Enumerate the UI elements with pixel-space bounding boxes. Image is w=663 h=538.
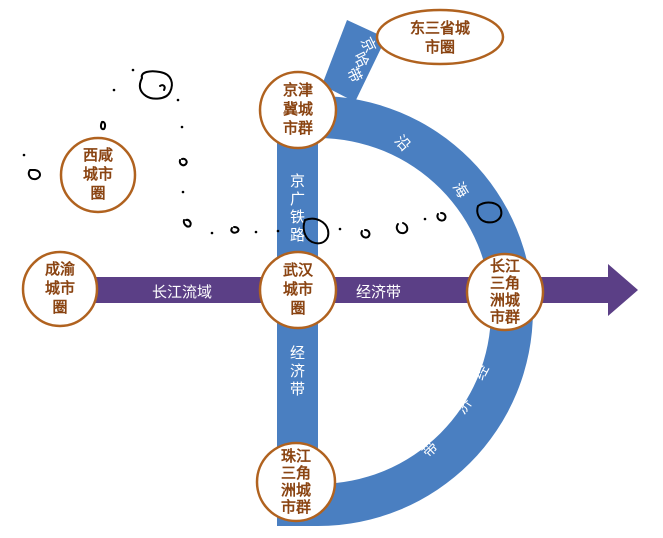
city-label-line: 城市 xyxy=(45,279,75,297)
city-dongsansheng: 东三省城 市圈 xyxy=(375,8,505,66)
city-label-line: 洲城 xyxy=(490,291,520,309)
changjiang-label-right: 经济带 xyxy=(356,283,401,301)
city-label-line: 武汉 xyxy=(283,261,314,279)
jingha-label-char: 哈 xyxy=(350,49,373,70)
city-chengyu: 成渝 城市 圈 xyxy=(21,250,99,328)
city-label-line: 京津 xyxy=(283,81,313,99)
jingguang-econ-char: 经 xyxy=(290,344,305,362)
city-zhujiang-delta: 珠江 三角 洲城 市群 xyxy=(255,441,337,523)
city-label-line: 成渝 xyxy=(45,260,76,278)
jingguang-label-char: 京 xyxy=(290,172,305,190)
hand-drawn-scribbles xyxy=(22,68,503,245)
city-label-line: 城市 xyxy=(283,280,313,298)
jingguang-label-char: 路 xyxy=(290,226,305,244)
city-label-line: 市圈 xyxy=(425,38,455,56)
city-label-line: 长江 xyxy=(490,257,520,275)
coastal-econ-char: 经 xyxy=(470,361,493,383)
city-label-line: 冀城 xyxy=(283,100,313,118)
city-label-line: 市群 xyxy=(281,498,311,516)
city-jingjinji: 京津 冀城 市群 xyxy=(258,70,338,150)
city-label-line: 圈 xyxy=(90,184,105,202)
jingguang-econ-char: 带 xyxy=(290,380,305,398)
city-label-line: 三角 xyxy=(281,464,311,482)
city-changjiang-delta: 长江 三角 洲城 市群 xyxy=(465,252,545,332)
city-label-line: 东三省城 xyxy=(410,19,470,37)
city-label-line: 市群 xyxy=(490,308,520,326)
city-wuhan: 武汉 城市 圈 xyxy=(258,250,338,330)
city-label-line: 西咸 xyxy=(83,146,113,164)
jingha-band xyxy=(322,20,386,102)
jingguang-label-char: 广 xyxy=(290,190,305,208)
coastal-arc-band xyxy=(318,96,533,526)
jingha-label-char: 带 xyxy=(343,64,366,85)
city-label-line: 城市 xyxy=(83,165,113,183)
jingguang-label-char: 铁 xyxy=(290,208,305,226)
jingguang-econ-char: 济 xyxy=(290,362,305,380)
city-xixian: 西咸 城市 圈 xyxy=(59,136,137,214)
city-label-line: 三角 xyxy=(490,274,520,292)
city-label-line: 珠江 xyxy=(281,447,311,465)
jingha-label-char: 京 xyxy=(357,34,380,55)
changjiang-label-left: 长江流域 xyxy=(152,283,212,301)
city-label-line: 洲城 xyxy=(281,481,311,499)
city-label-line: 市群 xyxy=(283,119,313,137)
changjiang-arrow xyxy=(60,264,638,316)
city-label-line: 圈 xyxy=(52,298,67,316)
city-label-line: 圈 xyxy=(290,299,305,317)
